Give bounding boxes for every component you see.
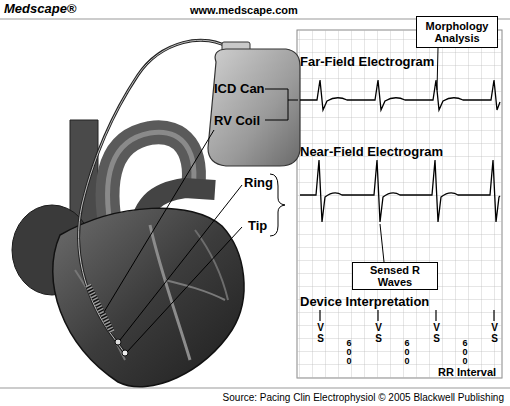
ICD-can (208, 49, 300, 166)
ventricles (53, 208, 244, 387)
morphology-leader (437, 48, 438, 90)
marker-ticks (320, 310, 494, 321)
source-caption: Source: Pacing Clin Electrophysiol © 200… (223, 392, 504, 403)
tip-electrode (122, 350, 128, 356)
text-label: ICD Can (214, 82, 265, 96)
sensed-leader (380, 224, 384, 262)
text-label: RV Coil (214, 114, 260, 128)
callout-box: Sensed R Waves (352, 262, 438, 290)
marker-label: V S (316, 322, 325, 344)
callout-text: Morphology Analysis (417, 20, 497, 44)
interval-value: 600 (402, 338, 412, 365)
marker-tick (377, 310, 378, 321)
coil-leader (104, 130, 214, 312)
tip-leader (127, 227, 242, 352)
marker-label: V S (374, 322, 383, 344)
interval-value: 600 (344, 338, 354, 365)
tracing-panel (297, 30, 502, 378)
coronary-branch (195, 230, 228, 300)
far-field-leader (288, 100, 298, 101)
text-label: Ring (244, 176, 273, 190)
ring-leader (120, 185, 242, 340)
text-label: Tip (248, 219, 267, 233)
callout-text: Sensed R Waves (353, 264, 437, 288)
interval-value: 600 (460, 338, 470, 365)
text-label: Medscape® (4, 2, 76, 16)
marker-tick (319, 310, 320, 321)
marker-label: V S (432, 322, 441, 344)
coronary-branch (75, 270, 125, 360)
coronary-artery (150, 225, 190, 360)
coronary-branch (165, 280, 225, 300)
marker-label: V S (490, 322, 499, 344)
callout-box: Morphology Analysis (416, 16, 498, 48)
marker-tick (435, 310, 436, 321)
text-label: www.medscape.com (190, 4, 298, 16)
text-label: Far-Field Electrogram (300, 55, 434, 69)
near-field-trace (300, 160, 500, 222)
text-label: RR Interval (438, 366, 496, 378)
RV-coil (88, 285, 112, 332)
text-label: Near-Field Electrogram (300, 145, 443, 159)
leader-lines (104, 48, 438, 352)
ICD-lead (79, 40, 232, 352)
heart-illustration (12, 120, 244, 387)
RV-coil-turns (88, 285, 112, 332)
grid (297, 30, 502, 378)
marker-tick (493, 310, 494, 321)
text-label: Device Interpretation (300, 295, 429, 309)
far-field-bracket (265, 89, 288, 120)
footer-rule (0, 388, 510, 389)
ICD-lead-highlight (79, 40, 232, 352)
far-field-trace (300, 80, 500, 110)
